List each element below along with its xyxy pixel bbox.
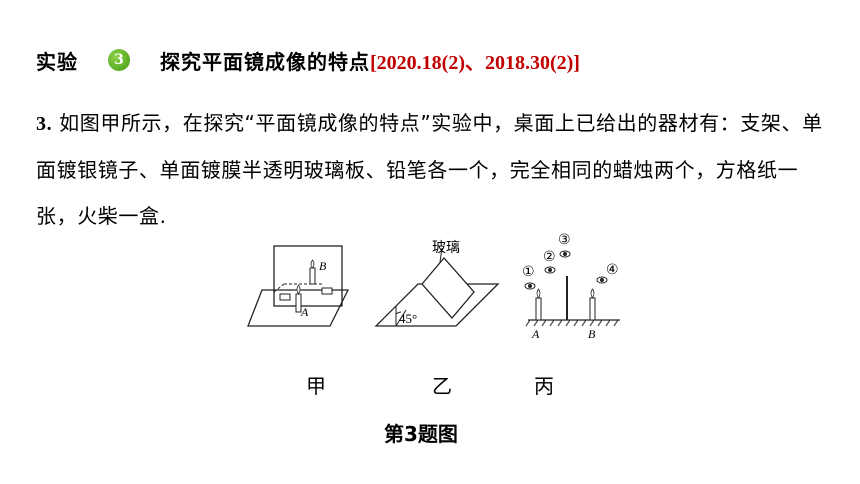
exam-reference: [2020.18(2)、2018.30(2)]	[370, 51, 580, 74]
caption-bing: 丙	[534, 374, 554, 398]
figure-bing: ① ② ③ ④ A B	[522, 232, 620, 341]
figure-yi: 玻璃 45°	[374, 239, 500, 327]
label-a: A	[531, 327, 540, 341]
question-number: 3.	[36, 113, 53, 135]
figure-caption: 第3题图	[384, 422, 458, 446]
experiment-label: 实验	[36, 49, 78, 74]
candle-b	[309, 259, 316, 285]
caption-yi: 乙	[432, 374, 452, 398]
experiment-header: 实验 3 探究平面镜成像的特点 [2020.18(2)、2018.30(2)]	[36, 42, 580, 78]
eye-icon	[524, 250, 608, 290]
label-a: A	[300, 305, 309, 319]
eye-label-1: ①	[522, 264, 535, 280]
candle-b	[589, 288, 596, 321]
experiment-number-badge: 3	[108, 49, 130, 71]
eye-label-4: ④	[606, 262, 619, 278]
eye-label-2: ②	[543, 249, 556, 265]
question-text: 3. 如图甲所示，在探究“平面镜成像的特点”实验中，桌面上已给出的器材有：支架、…	[36, 100, 836, 239]
caption-jia: 甲	[306, 374, 326, 398]
figure-jia: B A	[247, 245, 350, 327]
label-b: B	[319, 259, 327, 273]
label-b: B	[588, 327, 596, 341]
eye-label-3: ③	[558, 232, 571, 248]
candle-a	[295, 284, 302, 313]
candle-a	[535, 288, 542, 321]
question-body: 如图甲所示，在探究“平面镜成像的特点”实验中，桌面上已给出的器材有：支架、单面镀…	[36, 111, 823, 228]
experiment-title: 探究平面镜成像的特点	[160, 49, 370, 74]
angle-label: 45°	[399, 311, 417, 326]
glass-label: 玻璃	[432, 239, 460, 256]
